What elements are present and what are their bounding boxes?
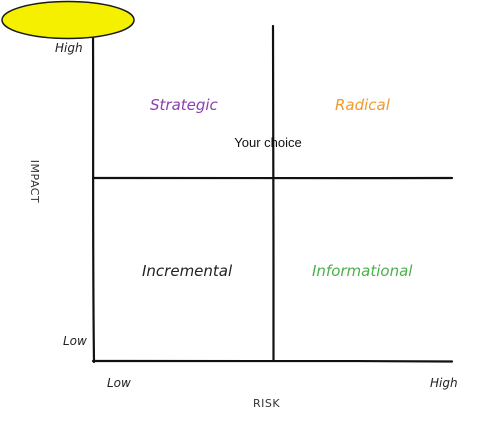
y-high-label: High — [55, 41, 83, 55]
y-axis-line — [91, 28, 96, 364]
x-high-label: High — [430, 376, 458, 390]
quadrant-informational-label: Informational — [312, 262, 413, 280]
your-choice-label: Your choice — [234, 134, 302, 150]
x-axis-line — [91, 359, 454, 363]
quadrant-radical-label: Radical — [335, 96, 390, 114]
x-low-label: Low — [107, 376, 131, 390]
y-low-label: Low — [63, 334, 87, 348]
quadrant-strategic-label: Strategic — [150, 96, 218, 114]
x-axis-title: RISK — [253, 397, 281, 410]
your-choice-ellipse — [1, 0, 135, 40]
y-axis-title: IMPACT — [28, 159, 42, 204]
vertical-divider — [271, 24, 275, 363]
quadrant-incremental-label: Incremental — [142, 262, 233, 280]
